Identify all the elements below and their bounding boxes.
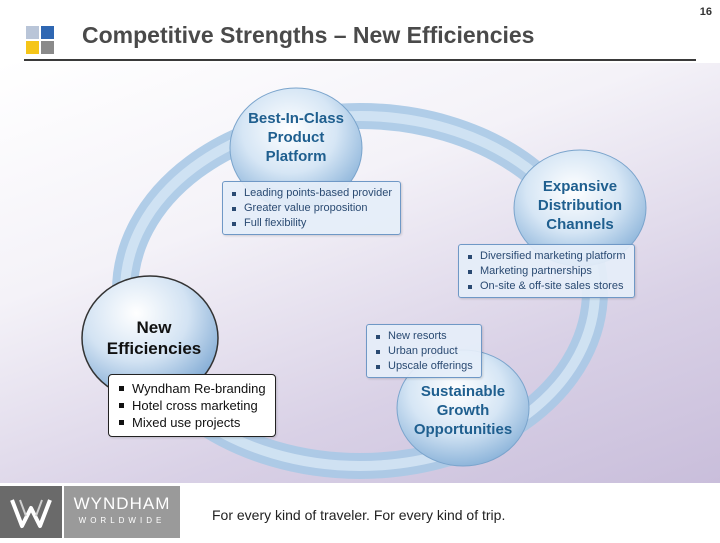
list-item: Mixed use projects (118, 414, 266, 431)
page-title: Competitive Strengths – New Efficiencies (82, 22, 535, 48)
efficiencies-bubble-label: New Efficiencies (106, 318, 202, 358)
list-item: On-site & off-site sales stores (467, 279, 626, 294)
list-item: Full flexibility (231, 216, 392, 231)
title-divider (24, 59, 696, 61)
brand-subtitle: WORLDWIDE (78, 516, 166, 525)
footer-brand: WYNDHAM WORLDWIDE (64, 486, 180, 538)
efficiencies-bullets: Wyndham Re-branding Hotel cross marketin… (108, 374, 276, 437)
brand-name: WYNDHAM (73, 494, 171, 513)
growth-bubble-label: Sustainable Growth Opportunities (413, 383, 513, 438)
cycle-diagram (81, 87, 647, 479)
list-item: Marketing partnerships (467, 264, 626, 279)
page-number: 16 (699, 6, 712, 18)
list-item: New resorts (375, 329, 473, 344)
list-item: Greater value proposition (231, 201, 392, 216)
list-item: Leading points-based provider (231, 186, 392, 201)
diagram-area: Best-In-Class Product Platform Leading p… (0, 63, 720, 483)
product-bullets: Leading points-based provider Greater va… (222, 181, 401, 235)
title-logo-squares (26, 26, 54, 54)
wyndham-logo-icon (0, 486, 62, 538)
list-item: Diversified marketing platform (467, 249, 626, 264)
footer-tagline: For every kind of traveler. For every ki… (212, 507, 506, 523)
list-item: Upscale offerings (375, 359, 473, 374)
list-item: Urban product (375, 344, 473, 359)
wyndham-mark-icon (10, 499, 52, 528)
product-bubble-label: Best-In-Class Product Platform (248, 110, 344, 165)
list-item: Hotel cross marketing (118, 397, 266, 414)
distribution-bullets: Diversified marketing platform Marketing… (458, 244, 635, 298)
list-item: Wyndham Re-branding (118, 380, 266, 397)
growth-bullets: New resorts Urban product Upscale offeri… (366, 324, 482, 378)
distribution-bubble-label: Expansive Distribution Channels (537, 178, 623, 233)
